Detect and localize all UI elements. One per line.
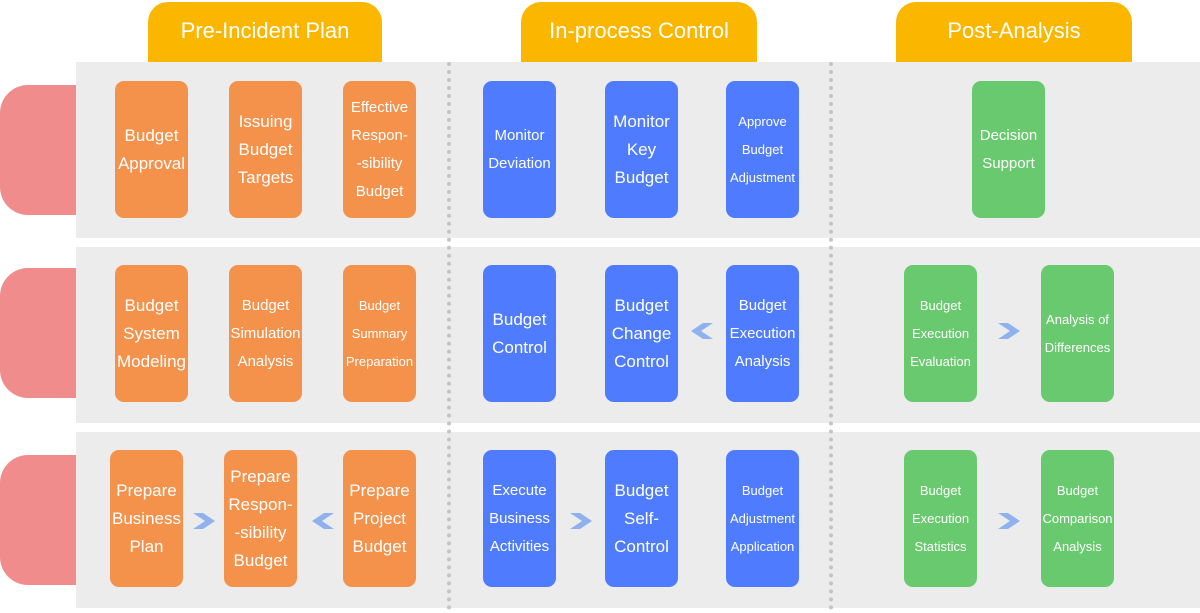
box-budget-comparison-analysis: Budget Comparison Analysis bbox=[1041, 450, 1114, 587]
box-budget-change-control: Budget Change Control bbox=[605, 265, 678, 402]
column-divider bbox=[829, 62, 833, 610]
column-divider bbox=[447, 62, 451, 610]
row-tab-3 bbox=[0, 455, 76, 585]
box-budget-approval: Budget Approval bbox=[115, 81, 188, 218]
arrow-right-icon bbox=[998, 513, 1020, 529]
header-post-analysis: Post-Analysis bbox=[896, 2, 1132, 62]
box-budget-self-control: Budget Self- Control bbox=[605, 450, 678, 587]
box-execute-business-activities: Execute Business Activities bbox=[483, 450, 556, 587]
header-pre-incident-plan: Pre-Incident Plan bbox=[148, 2, 382, 62]
arrow-right-icon bbox=[193, 513, 215, 529]
box-monitor-deviation: Monitor Deviation bbox=[483, 81, 556, 218]
box-approve-budget-adjustment: Approve Budget Adjustment bbox=[726, 81, 799, 218]
arrow-right-icon bbox=[998, 323, 1020, 339]
box-decision-support: Decision Support bbox=[972, 81, 1045, 218]
arrow-left-icon bbox=[312, 513, 334, 529]
box-budget-summary-preparation: Budget Summary Preparation bbox=[343, 265, 416, 402]
box-budget-adjustment-application: Budget Adjustment Application bbox=[726, 450, 799, 587]
arrow-left-icon bbox=[691, 323, 713, 339]
box-budget-simulation-analysis: Budget Simulation Analysis bbox=[229, 265, 302, 402]
box-analysis-of-differences: Analysis of Differences bbox=[1041, 265, 1114, 402]
box-budget-execution-statistics: Budget Execution Statistics bbox=[904, 450, 977, 587]
box-monitor-key-budget: Monitor Key Budget bbox=[605, 81, 678, 218]
box-issuing-budget-targets: Issuing Budget Targets bbox=[229, 81, 302, 218]
arrow-right-icon bbox=[570, 513, 592, 529]
box-budget-execution-analysis: Budget Execution Analysis bbox=[726, 265, 799, 402]
row-tab-2 bbox=[0, 268, 76, 398]
row-tab-1 bbox=[0, 85, 76, 215]
box-budget-control: Budget Control bbox=[483, 265, 556, 402]
box-prepare-project-budget: Prepare Project Budget bbox=[343, 450, 416, 587]
box-budget-system-modeling: Budget System Modeling bbox=[115, 265, 188, 402]
box-budget-execution-evaluation: Budget Execution Evaluation bbox=[904, 265, 977, 402]
box-prepare-responsibility-budget: Prepare Respon- -sibility Budget bbox=[224, 450, 297, 587]
box-prepare-business-plan: Prepare Business Plan bbox=[110, 450, 183, 587]
box-effective-responsibility-budget: Effective Respon- -sibility Budget bbox=[343, 81, 416, 218]
header-in-process-control: In-process Control bbox=[521, 2, 757, 62]
